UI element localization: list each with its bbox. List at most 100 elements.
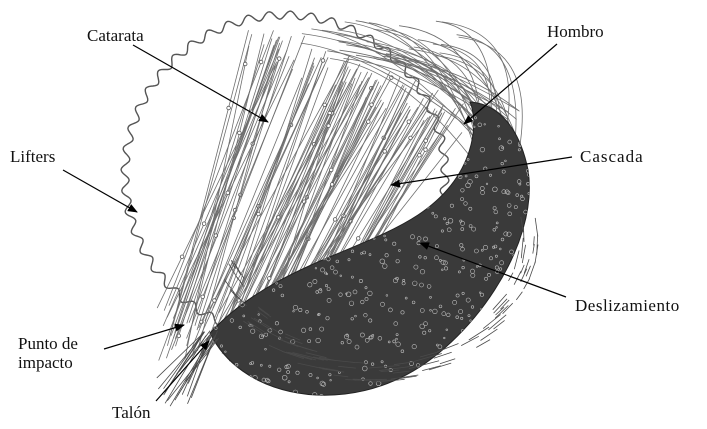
charge-grain	[516, 98, 521, 103]
ball-dot	[330, 183, 334, 187]
streak-line	[235, 265, 241, 275]
label-deslizamiento: Deslizamiento	[575, 296, 680, 315]
charge-grain	[483, 315, 486, 318]
charge-grain	[430, 154, 434, 158]
charge-grain	[250, 197, 252, 199]
charge-grain	[291, 394, 293, 396]
charge-mass	[198, 98, 541, 400]
charge-grain	[384, 389, 387, 392]
charge-grain	[464, 390, 468, 394]
charge-grain	[531, 151, 535, 155]
charge-grain	[473, 320, 478, 325]
charge-grain	[310, 241, 312, 243]
charge-grain	[492, 390, 494, 392]
charge-grain	[469, 348, 471, 350]
charge-grain	[395, 386, 398, 389]
label-talon: Talón	[112, 403, 150, 422]
charge-grain	[316, 245, 318, 247]
charge-grain	[226, 371, 231, 376]
charge-grain	[253, 395, 256, 398]
ball-dot	[238, 131, 242, 135]
charge-grain	[452, 164, 454, 166]
ball-dot	[424, 148, 428, 152]
charge-grain	[445, 371, 449, 375]
ball-dot	[202, 222, 206, 226]
streak-line	[535, 218, 538, 237]
arrow-hombro	[464, 44, 557, 124]
streak-line	[529, 262, 535, 280]
charge-grain	[431, 397, 434, 400]
charge-grain	[526, 359, 529, 362]
charge-grain	[538, 229, 542, 233]
charge-grain	[199, 148, 201, 150]
charge-grain	[409, 216, 412, 219]
charge-grain	[390, 388, 392, 390]
charge-grain	[465, 360, 467, 362]
charge-grain	[534, 340, 537, 343]
streak-line	[469, 327, 489, 340]
charge-grain	[259, 156, 261, 158]
charge-grain	[284, 177, 287, 180]
charge-grain	[208, 361, 212, 365]
charge-grain	[278, 194, 280, 196]
charge-grain	[397, 387, 400, 390]
charge-grain	[226, 369, 230, 373]
charge-grain	[473, 350, 477, 354]
label-hombro: Hombro	[547, 22, 604, 41]
label-cascada: Cascada	[580, 147, 644, 166]
charge-grain	[395, 382, 399, 386]
charge-grain	[416, 209, 421, 214]
arrow-catarata	[133, 45, 268, 122]
ball-dot	[227, 106, 231, 110]
charge-grain	[218, 299, 220, 301]
charge-grain	[494, 356, 497, 359]
charge-grain	[219, 159, 221, 161]
charge-grain	[218, 362, 223, 367]
tail-streak	[165, 336, 206, 404]
charge-grain	[297, 142, 299, 144]
streak-line	[533, 244, 535, 254]
charge-grain	[411, 197, 415, 201]
charge-grain	[202, 157, 204, 159]
charge-grain	[243, 204, 246, 207]
charge-grain	[228, 146, 231, 149]
charge-grain	[514, 256, 517, 259]
charge-grain	[448, 390, 451, 393]
streak-line	[516, 292, 522, 300]
charge-grain	[510, 291, 515, 296]
streak-line	[514, 251, 519, 270]
ball-dot	[329, 168, 333, 172]
charge-grain	[537, 195, 541, 199]
charge-grain	[199, 102, 203, 106]
charge-grain	[450, 367, 454, 371]
charge-grain	[492, 381, 494, 383]
ball-dot	[424, 139, 428, 143]
charge-grain	[513, 332, 516, 335]
streak-line	[440, 359, 455, 364]
streak-line	[476, 340, 490, 348]
charge-grain	[268, 392, 272, 396]
charge-grain	[198, 153, 202, 157]
streak-line	[494, 320, 505, 329]
charge-grain	[222, 368, 226, 372]
charge-grain	[523, 137, 525, 139]
charge-grain	[240, 373, 243, 376]
label-catarata: Catarata	[87, 26, 144, 45]
charge-grain	[530, 185, 532, 187]
streak-line	[521, 265, 525, 273]
charge-grain	[434, 374, 436, 376]
charge-grain	[394, 168, 397, 171]
charge-grain	[382, 391, 384, 393]
ball-dot	[243, 62, 247, 66]
charge-grain	[508, 397, 510, 399]
charge-grain	[525, 344, 527, 346]
charge-grain	[417, 198, 419, 200]
charge-grain	[201, 140, 206, 145]
streak-line	[526, 266, 530, 277]
charge-grain	[531, 388, 533, 390]
charge-grain	[264, 172, 267, 175]
charge-grain	[201, 149, 205, 153]
ball-dot	[180, 255, 184, 259]
charge-grain	[511, 386, 515, 390]
charge-grain	[434, 152, 437, 155]
